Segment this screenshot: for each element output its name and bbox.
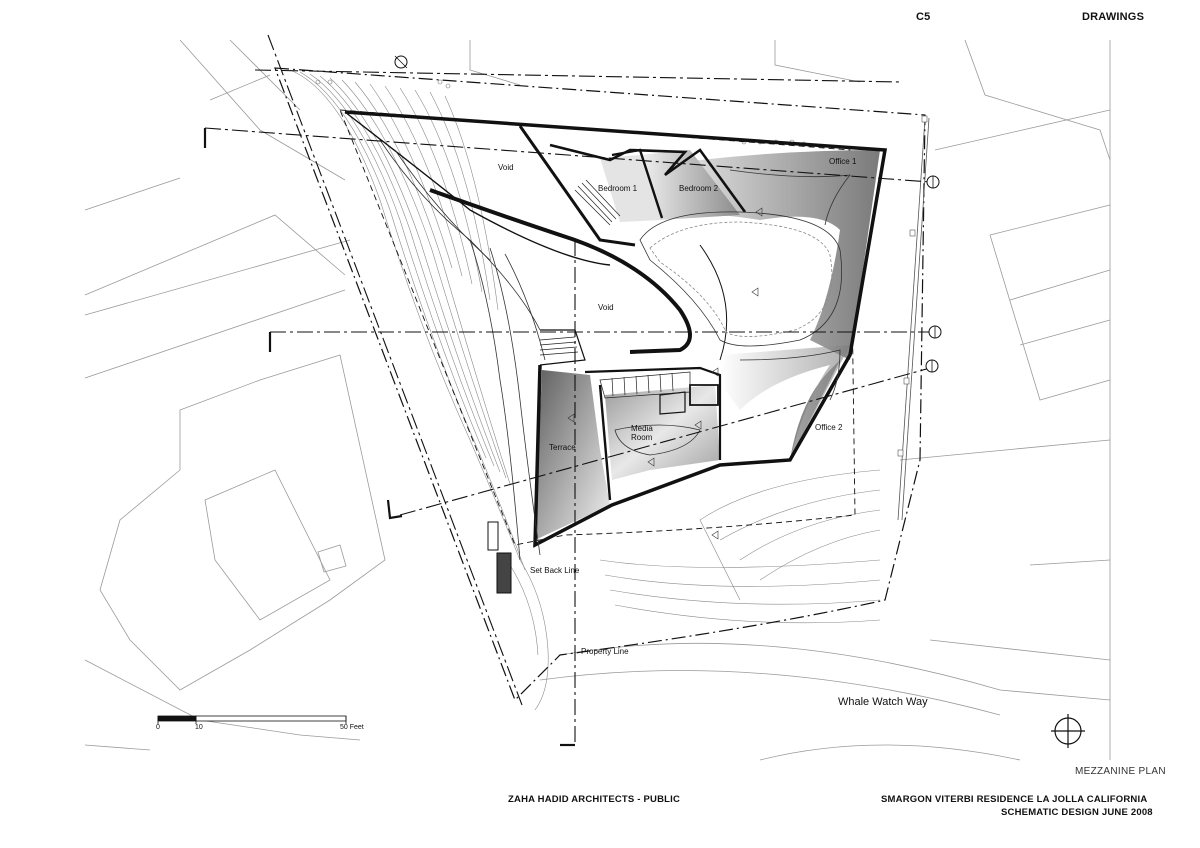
sheet-code: C5 xyxy=(916,11,931,23)
room-label-terrace: Terrace xyxy=(549,443,576,452)
north-arrow-icon xyxy=(1051,714,1085,748)
section-lines xyxy=(204,34,935,745)
section-end-caps xyxy=(203,128,575,747)
scale-tick-10: 10 xyxy=(195,724,203,731)
room-label-office-1: Office 1 xyxy=(829,157,857,166)
sheet-category: DRAWINGS xyxy=(1082,11,1145,23)
room-label-bedroom-2: Bedroom 2 xyxy=(679,184,719,193)
room-label-office-2: Office 2 xyxy=(815,423,843,432)
interior-linework xyxy=(379,139,851,561)
media-room-line-2: Room xyxy=(631,433,653,442)
architect-credit: ZAHA HADID ARCHITECTS - PUBLIC xyxy=(508,794,681,805)
street-label: Whale Watch Way xyxy=(838,696,928,708)
site-context xyxy=(84,39,1111,761)
stairs xyxy=(539,179,691,399)
east-fence xyxy=(897,117,926,521)
setback-line-label: Set Back Line xyxy=(530,566,580,575)
level-markers xyxy=(567,207,763,540)
scale-tick-0: 0 xyxy=(156,724,160,731)
room-label-bedroom-1: Bedroom 1 xyxy=(598,184,638,193)
plan-title: MEZZANINE PLAN xyxy=(1075,766,1166,777)
property-line-label: Property Line xyxy=(581,647,629,656)
project-phase: SCHEMATIC DESIGN JUNE 2008 xyxy=(1001,807,1153,818)
scale-tick-50: 50 Feet xyxy=(340,724,364,731)
room-label-void-center: Void xyxy=(598,303,614,312)
setback-line xyxy=(339,109,856,546)
entry-pads xyxy=(487,521,512,594)
survey-markers xyxy=(315,79,807,147)
project-title: SMARGON VITERBI RESIDENCE LA JOLLA CALIF… xyxy=(881,794,1148,805)
room-label-void-north: Void xyxy=(498,163,514,172)
room-label-media-room: Media Room xyxy=(631,424,653,442)
scale-bar xyxy=(157,715,347,724)
media-room-line-1: Media xyxy=(631,424,653,433)
property-line xyxy=(274,67,926,702)
building-shading xyxy=(535,150,880,540)
